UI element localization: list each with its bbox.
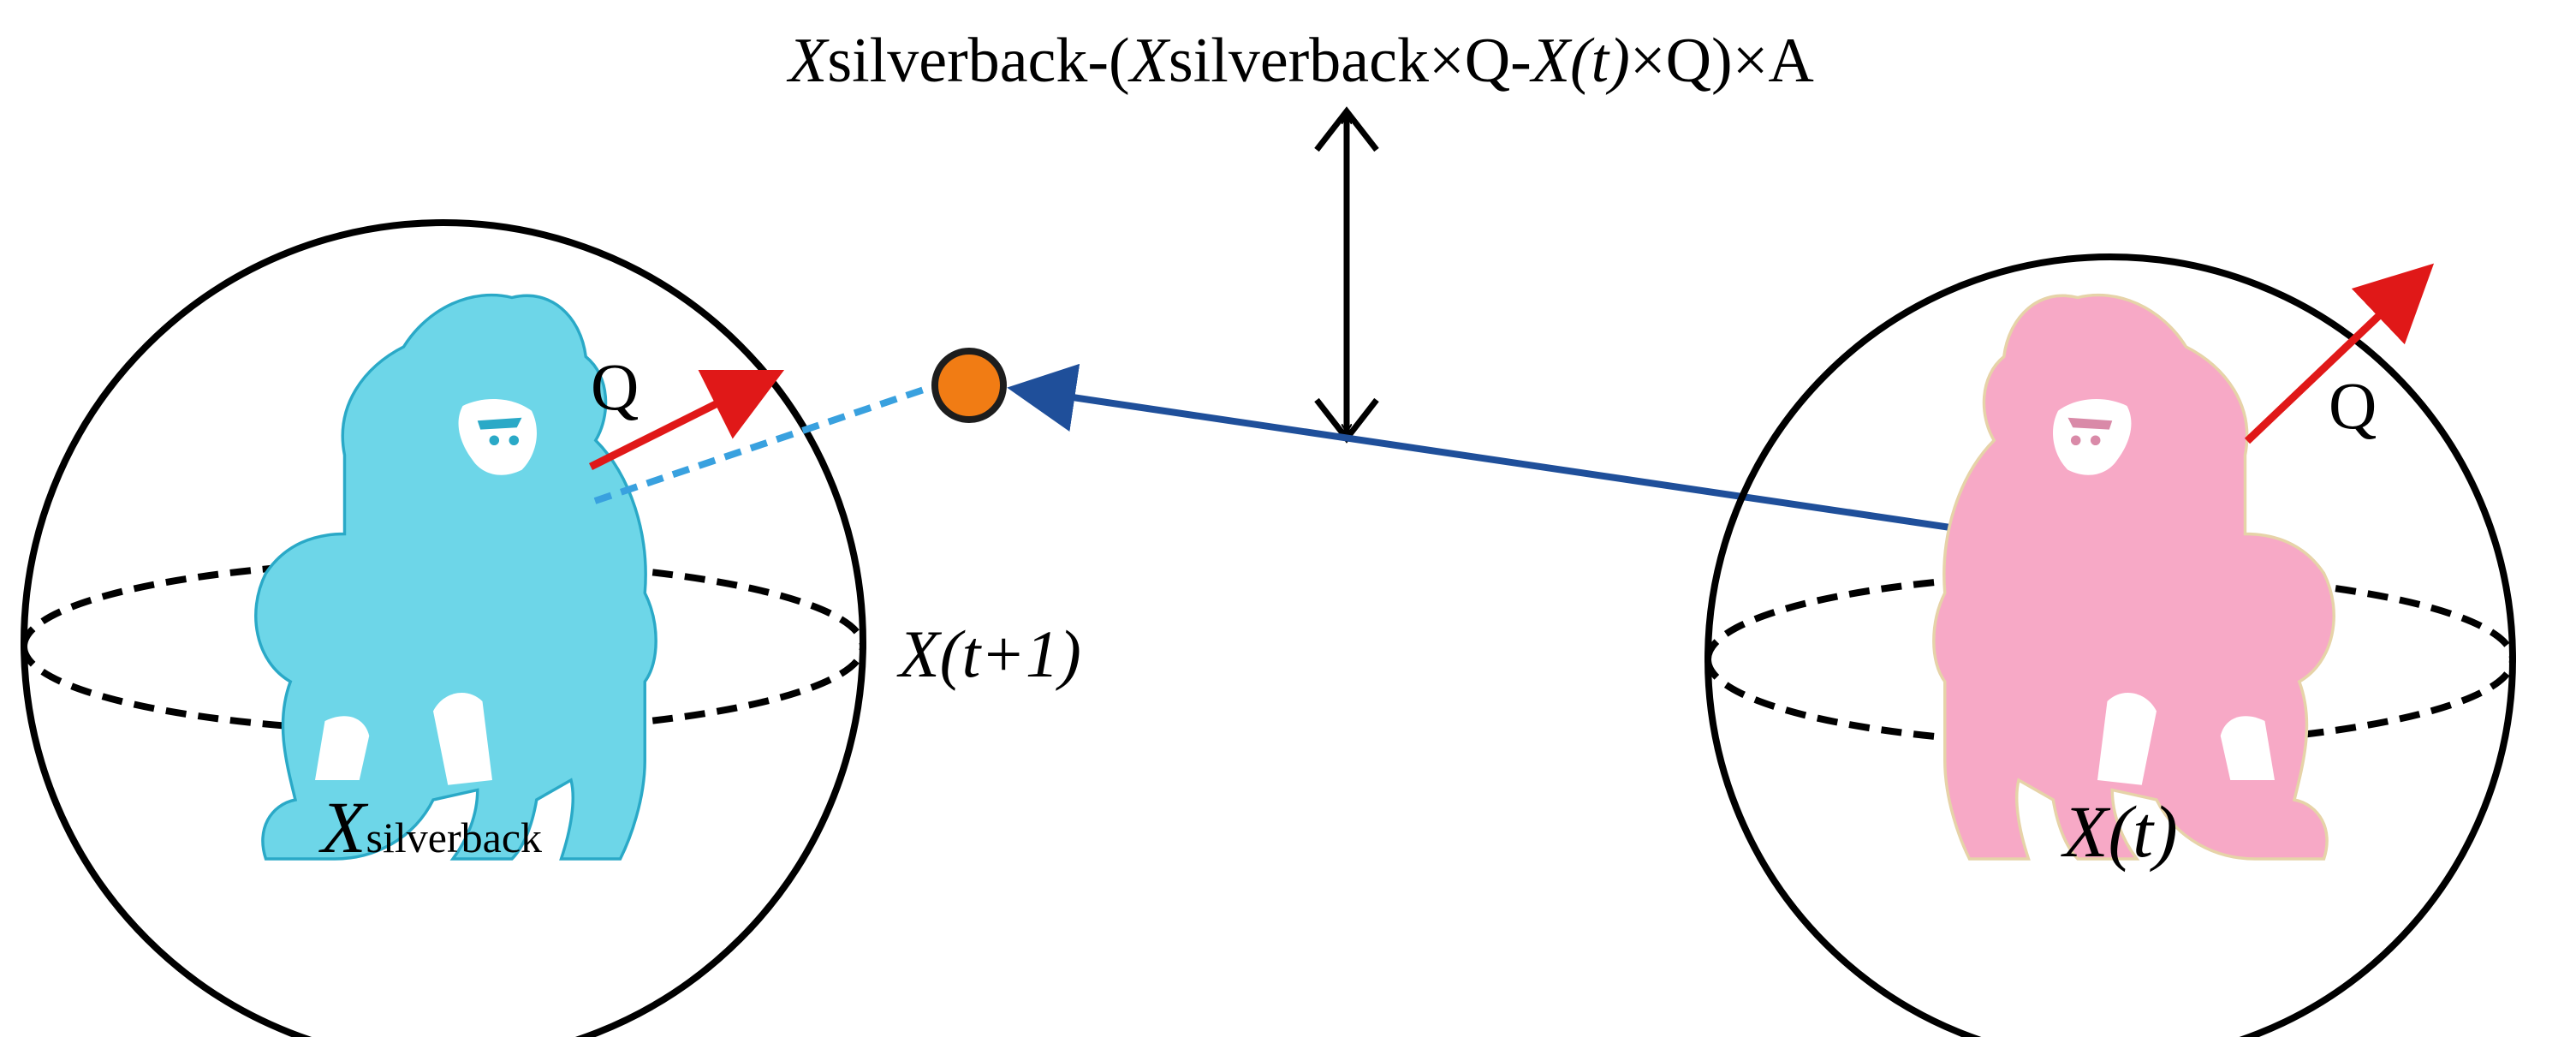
silverback-q-arrow: [588, 369, 785, 471]
candidate-dashed-line: [593, 384, 931, 504]
formula-xt: X(t): [1529, 26, 1630, 96]
formula-x2: X: [1127, 26, 1171, 96]
x-t-label: X(t): [2061, 790, 2178, 873]
current-q-arrow: [2244, 263, 2435, 444]
current-q-label: Q: [2329, 368, 2377, 443]
formula-part4: silverback×Q-: [1169, 26, 1532, 96]
gorilla-icon: [1932, 293, 2335, 861]
x-silverback-label: Xsilverback: [318, 786, 542, 868]
silverback-q-label: Q: [591, 349, 639, 424]
formula-part2: silverback-(: [827, 26, 1129, 96]
new-position-point: [931, 348, 1007, 423]
x-next-label: X(t+1): [896, 617, 1081, 691]
movement-arrow: [1007, 363, 2090, 551]
formula-part6: ×Q)×A: [1630, 26, 1814, 96]
x-silverback-main: X: [318, 786, 369, 868]
gorilla-icon: [254, 293, 657, 861]
formula-pointer-arrowhead-top: [1314, 106, 1379, 152]
x-silverback-sub: silverback: [366, 814, 542, 861]
update-formula: Xsilverback-(Xsilverback×Q-X(t)×Q)×A: [786, 26, 1814, 96]
formula-x1: X: [786, 26, 830, 96]
